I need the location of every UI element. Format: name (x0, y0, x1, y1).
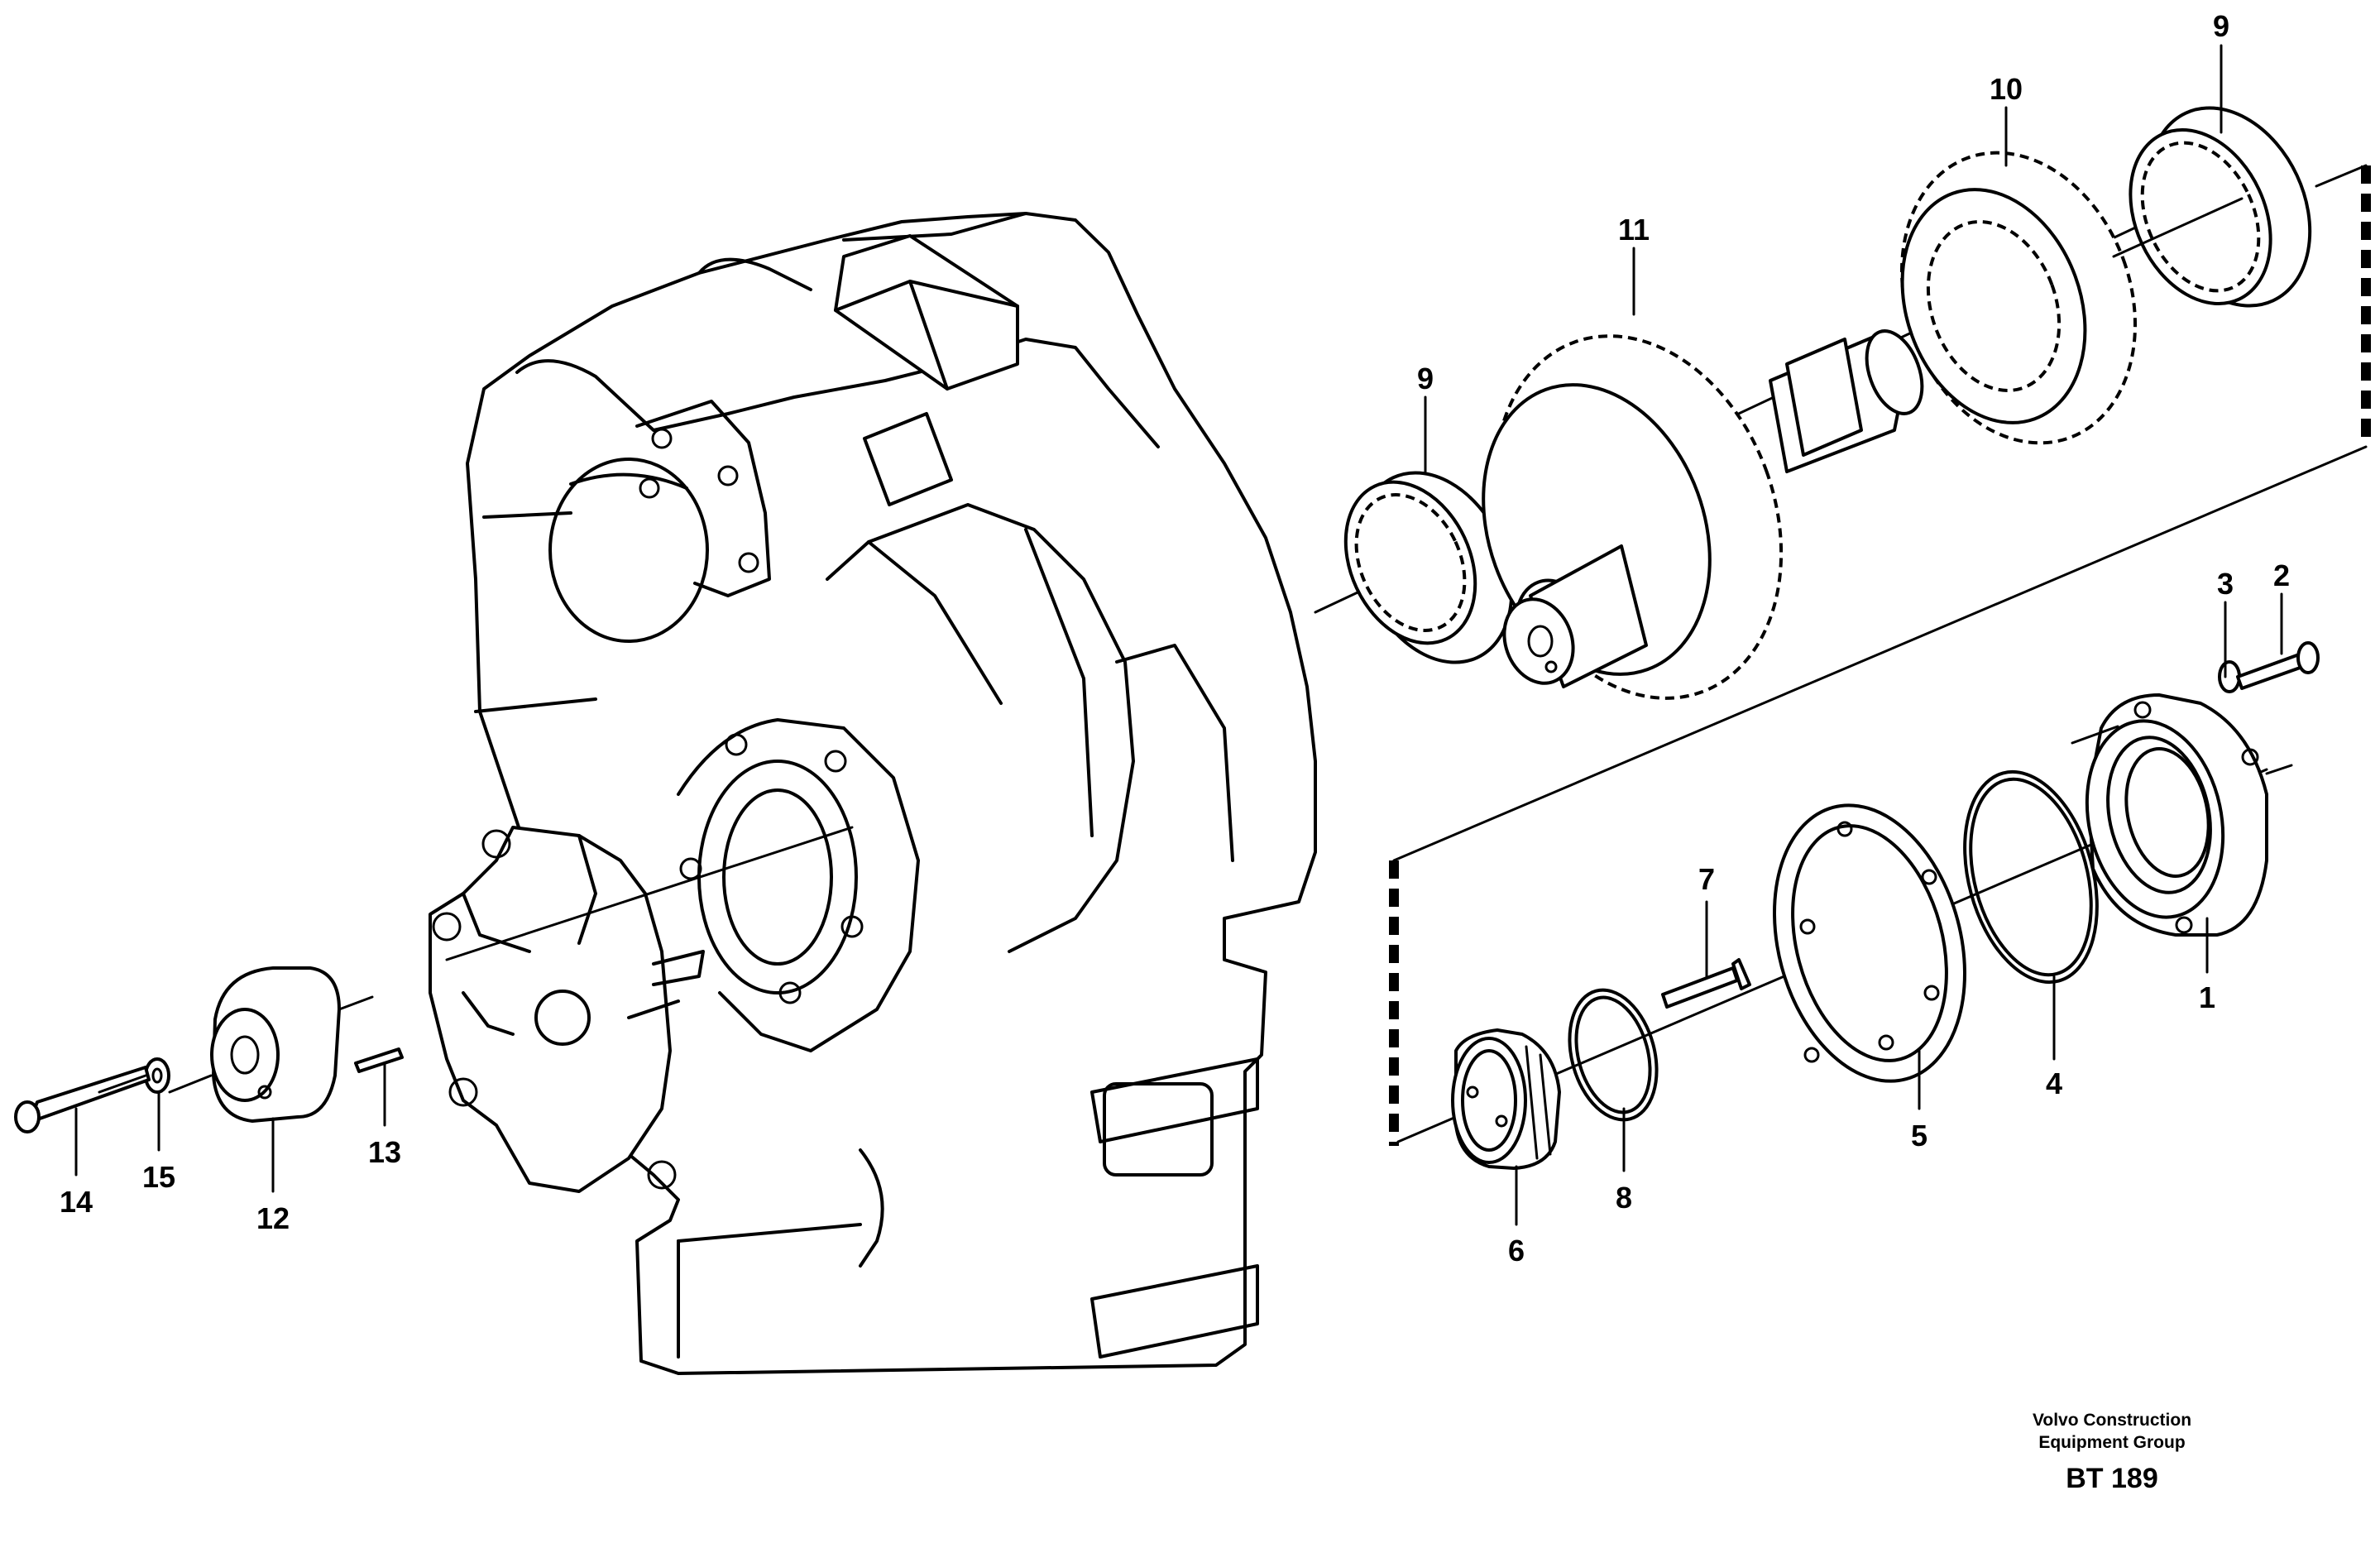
callout-7: 7 (1698, 862, 1715, 896)
left-components (14, 966, 404, 1133)
callout-12: 12 (256, 1201, 290, 1235)
credit-line-1: Volvo Construction (2033, 1411, 2191, 1430)
cover-assembly (1389, 164, 2371, 1170)
callout-9-upper: 9 (2213, 9, 2229, 43)
callout-9-lower: 9 (1417, 362, 1434, 395)
callout-2: 2 (2273, 558, 2290, 592)
callout-5: 5 (1911, 1119, 1927, 1153)
shaft-assembly (1314, 106, 2312, 700)
credit-line-2: Equipment Group (2038, 1433, 2185, 1452)
callout-3: 3 (2217, 567, 2234, 601)
callout-4: 4 (2046, 1066, 2062, 1100)
figure-code: BT 189 (2066, 1463, 2158, 1494)
callout-13: 13 (368, 1135, 401, 1169)
callout-14: 14 (60, 1185, 93, 1219)
callout-15: 15 (142, 1160, 175, 1194)
credit-block: Volvo Construction Equipment Group BT 18… (2033, 1411, 2191, 1494)
transmission-housing (429, 212, 1317, 1375)
callout-1: 1 (2199, 980, 2215, 1014)
callout-11: 11 (1618, 213, 1650, 247)
callout-6: 6 (1508, 1234, 1525, 1268)
leader-lines (74, 44, 2283, 1226)
callout-10: 10 (1990, 72, 2023, 106)
callout-8: 8 (1616, 1181, 1632, 1215)
callout-labels: 1 2 3 4 5 6 7 8 9 9 10 11 12 13 14 15 (60, 9, 2290, 1268)
